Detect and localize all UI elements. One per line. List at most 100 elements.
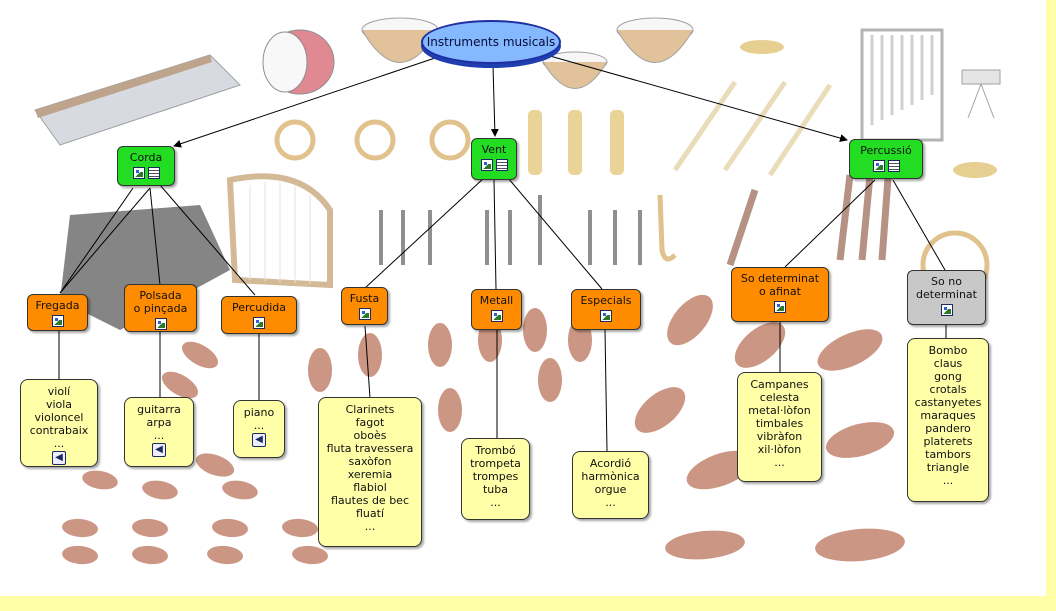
link-percussio-determinat (784, 179, 876, 268)
list-item: gong (934, 370, 962, 383)
image-icon[interactable] (154, 318, 167, 330)
family-node-vent[interactable]: Vent (471, 138, 517, 180)
group-node-especials[interactable]: Especials (571, 289, 641, 330)
link-vent-metall (493, 179, 497, 290)
list-item: violoncel (34, 411, 84, 424)
link-root-percussio (549, 55, 848, 142)
list-node-especials[interactable]: Acordió harmònica orgue ... (572, 451, 649, 519)
family-node-corda[interactable]: Corda (117, 146, 175, 186)
image-icon[interactable] (51, 315, 64, 327)
list-node-so-determinat[interactable]: Campanes celesta metal·lòfon timbales vi… (737, 372, 822, 482)
trumpets-illustration (528, 110, 624, 175)
list-item: piano (243, 406, 275, 419)
list-item: platerets (923, 435, 973, 448)
string-instruments-illustration (62, 294, 905, 565)
list-item: tambors (925, 448, 971, 461)
link-fusta-list (364, 325, 371, 399)
group-node-fregada[interactable]: Fregada (27, 294, 88, 331)
link-percussio-nodeterminat (892, 179, 946, 271)
link-vent-especials (507, 177, 603, 290)
list-item: guitarra (137, 403, 181, 416)
document-icon[interactable] (495, 159, 508, 171)
link-root-vent (490, 65, 499, 137)
trombones-illustration (672, 80, 833, 177)
image-icon[interactable] (358, 308, 371, 320)
list-item: crotals (929, 383, 967, 396)
document-icon[interactable] (147, 167, 160, 179)
saxophone-illustration (657, 194, 677, 262)
list-node-fregada[interactable]: violí viola violoncel contrabaix ... ◀ (20, 379, 98, 467)
image-icon[interactable] (872, 160, 885, 172)
link-vent-fusta (364, 177, 485, 289)
window-border-right (1046, 0, 1056, 611)
link-corda-fregada (59, 187, 134, 294)
group-node-fusta[interactable]: Fusta (341, 287, 388, 325)
group-label: Fregada (35, 299, 80, 312)
list-item: pandero (925, 422, 971, 435)
image-icon[interactable] (132, 167, 145, 179)
group-node-so-determinat[interactable]: So determinat o afinat (731, 267, 829, 322)
list-item: fluta travessera (326, 442, 414, 455)
list-item: ... (490, 496, 501, 509)
list-node-percudida[interactable]: piano ... ◀ (233, 400, 285, 458)
list-item: contrabaix (29, 424, 89, 437)
speaker-icon[interactable]: ◀ (152, 443, 166, 457)
group-node-metall[interactable]: Metall (471, 289, 522, 330)
list-item: metal·lòfon (748, 404, 811, 417)
image-icon[interactable] (490, 310, 503, 322)
image-icon[interactable] (600, 310, 612, 322)
list-node-metall[interactable]: Trombó trompeta trompes tuba ... (461, 438, 530, 520)
family-node-percussio[interactable]: Percussió (849, 139, 923, 179)
list-node-fusta[interactable]: Clarinets fagot oboès fluta travessera s… (318, 397, 422, 547)
list-item: fluatí (355, 507, 384, 520)
image-icon[interactable] (480, 159, 493, 171)
list-item: Trombó (475, 444, 516, 457)
group-node-polsada[interactable]: Polsada o pinçada (124, 284, 197, 332)
group-label: So no determinat (916, 275, 977, 301)
list-node-so-no-determinat[interactable]: Bombo claus gong crotals castanyetes mar… (907, 338, 989, 502)
connection-lines (58, 55, 947, 452)
bass-drum-illustration (262, 29, 335, 95)
list-item: maraques (920, 409, 976, 422)
woodwinds-illustration (379, 195, 642, 265)
list-item: ... (153, 429, 165, 442)
image-icon[interactable] (253, 317, 265, 329)
speaker-icon[interactable]: ◀ (52, 451, 66, 465)
list-item: ... (942, 474, 954, 487)
group-label: Metall (479, 294, 514, 307)
group-label: Percudida (231, 301, 287, 314)
list-item: flautes de bec (331, 494, 409, 507)
list-item: oboès (353, 429, 387, 442)
list-item: ... (53, 437, 65, 450)
list-item: trompes (472, 470, 519, 483)
list-item: trompeta (470, 457, 521, 470)
image-icon[interactable] (774, 301, 786, 313)
list-item: Bombo (928, 344, 968, 357)
list-item: timbales (755, 417, 804, 430)
speaker-icon[interactable]: ◀ (252, 433, 266, 447)
bassoons-illustration (726, 174, 892, 267)
root-label: Instruments musicals (426, 35, 556, 49)
list-item: violí (47, 385, 71, 398)
document-icon[interactable] (887, 160, 900, 172)
list-item: claus (933, 357, 963, 370)
link-corda-percudida (159, 184, 256, 296)
list-item: ... (364, 520, 376, 533)
list-item: flabiol (353, 481, 387, 494)
family-label: Percussió (860, 144, 912, 157)
list-item: arpa (146, 416, 172, 429)
group-label: Fusta (349, 292, 380, 305)
root-node[interactable]: Instruments musicals (421, 20, 561, 64)
group-label: Polsada o pinçada (133, 289, 188, 315)
grand-piano-illustration (60, 205, 230, 330)
list-item: xeremia (347, 468, 393, 481)
group-node-so-no-determinat[interactable]: So no determinat (907, 270, 986, 325)
list-node-polsada[interactable]: guitarra arpa ... ◀ (124, 397, 194, 467)
image-icon[interactable] (940, 304, 953, 316)
list-item: vibràfon (756, 430, 803, 443)
group-node-percudida[interactable]: Percudida (221, 296, 297, 334)
harp-illustration (226, 173, 333, 289)
list-item: tuba (482, 483, 508, 496)
snare-drum-illustration (961, 69, 1001, 119)
